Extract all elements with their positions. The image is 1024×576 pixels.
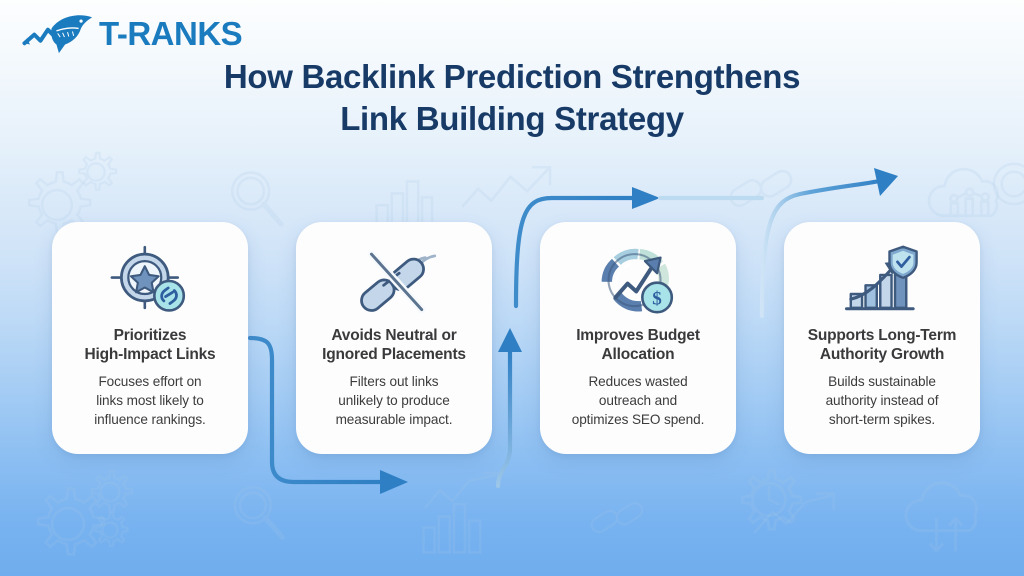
card-title-line2: Authority Growth bbox=[819, 346, 945, 364]
card-title-line2: Ignored Placements bbox=[322, 346, 466, 364]
card-title-line1: Improves Budget bbox=[576, 327, 700, 344]
connector-card3-to-card4 bbox=[759, 168, 898, 319]
bar-chart-shield-growth-icon bbox=[838, 242, 926, 320]
header: T-RANKS How Backlink Prediction Strength… bbox=[0, 0, 1024, 152]
page-title-line2: Link Building Strategy bbox=[340, 100, 684, 138]
card-description: Builds sustainable authority instead of … bbox=[826, 373, 939, 429]
card-title-line1: Avoids Neutral or bbox=[331, 327, 457, 344]
card-desc-line3: optimizes SEO spend. bbox=[571, 411, 705, 427]
card-desc-line2: unlikely to produce bbox=[338, 393, 450, 409]
card-title-line1: Prioritizes bbox=[113, 327, 187, 344]
card-desc-line2: outreach and bbox=[598, 393, 678, 409]
shark-trend-logo-icon bbox=[22, 10, 102, 56]
card-supports-long-term-authority-growth[interactable]: Supports Long-Term Authority Growth Buil… bbox=[784, 222, 980, 454]
brand-wordmark: T-RANKS bbox=[99, 14, 243, 52]
card-desc-line1: Builds sustainable bbox=[828, 374, 936, 390]
card-description: Filters out links unlikely to produce me… bbox=[336, 373, 453, 429]
card-desc-line1: Focuses effort on bbox=[98, 374, 202, 390]
card-desc-line3: influence rankings. bbox=[94, 411, 206, 427]
connector-card2-to-card3 bbox=[495, 328, 522, 489]
card-improves-budget-allocation[interactable]: $ Improves Budget Allocation Reduces was… bbox=[540, 222, 736, 454]
connector-upper-rail-left bbox=[513, 187, 765, 309]
card-title-line2: High-Impact Links bbox=[84, 346, 216, 364]
card-title: Prioritizes High-Impact Links bbox=[85, 326, 216, 364]
card-desc-line3: short-term spikes. bbox=[828, 411, 936, 427]
card-desc-line1: Reduces wasted bbox=[588, 374, 688, 390]
page-title: How Backlink Prediction Strengthens Link… bbox=[0, 56, 1024, 140]
broken-chain-link-icon bbox=[350, 242, 438, 320]
card-title: Avoids Neutral or Ignored Placements bbox=[322, 326, 466, 364]
card-desc-line2: authority instead of bbox=[825, 393, 939, 409]
card-title: Supports Long-Term Authority Growth bbox=[808, 326, 957, 364]
card-title-line1: Supports Long-Term bbox=[807, 327, 957, 344]
card-title-line2: Allocation bbox=[601, 346, 675, 364]
connector-card1-to-card2 bbox=[247, 335, 408, 494]
card-description: Focuses effort on links most likely to i… bbox=[94, 373, 206, 429]
card-title: Improves Budget Allocation bbox=[576, 326, 700, 364]
card-avoids-neutral-or-ignored-placements[interactable]: Avoids Neutral or Ignored Placements Fil… bbox=[296, 222, 492, 454]
page-title-line1: How Backlink Prediction Strengthens bbox=[223, 58, 801, 95]
card-desc-line3: measurable impact. bbox=[335, 411, 453, 427]
svg-text:$: $ bbox=[652, 288, 662, 309]
target-star-link-icon bbox=[106, 242, 194, 320]
card-desc-line1: Filters out links bbox=[349, 374, 439, 390]
brand-logo[interactable]: T-RANKS bbox=[22, 8, 257, 58]
card-prioritizes-high-impact-links[interactable]: Prioritizes High-Impact Links Focuses ef… bbox=[52, 222, 248, 454]
card-desc-line2: links most likely to bbox=[96, 393, 204, 409]
gauge-growth-dollar-icon: $ bbox=[594, 242, 682, 320]
card-description: Reduces wasted outreach and optimizes SE… bbox=[572, 373, 705, 429]
